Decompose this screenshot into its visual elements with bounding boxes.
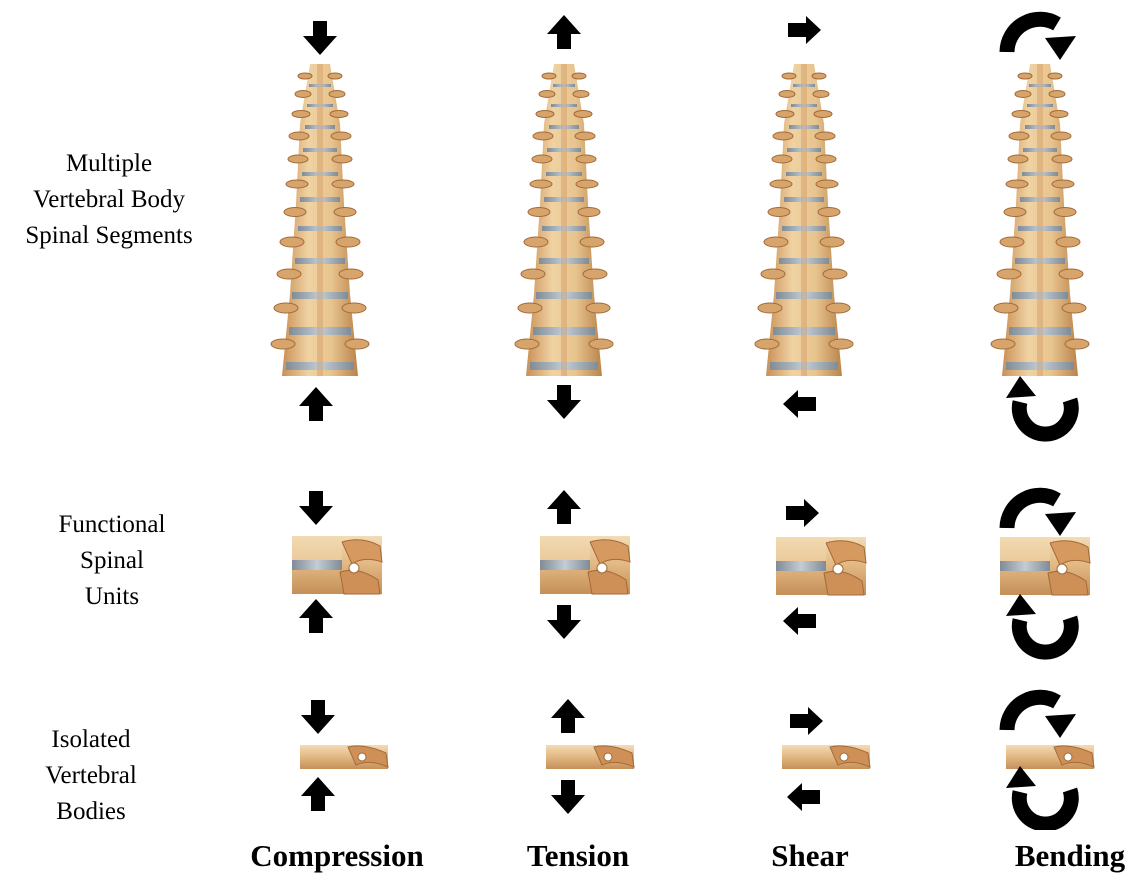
functional-spinal-unit-image-shear	[776, 537, 866, 595]
spine-image-bending	[991, 64, 1089, 376]
spine-image-tension	[515, 64, 613, 376]
arrow-right-icon	[786, 499, 819, 527]
arrow-down-icon	[547, 605, 581, 639]
arrow-left-icon	[783, 607, 816, 635]
loading-diagram	[0, 0, 1134, 830]
curved-arrow-counterclockwise-icon	[1006, 766, 1071, 824]
arrow-up-icon	[299, 599, 333, 633]
arrow-up-icon	[547, 490, 581, 524]
column-label-tension: Tension	[498, 838, 658, 874]
column-label-bending: Bending	[990, 838, 1134, 874]
arrow-down-icon	[301, 700, 335, 734]
vertebral-body-image-tension	[546, 745, 634, 769]
column-label-shear: Shear	[740, 838, 880, 874]
column-label-compression: Compression	[237, 838, 437, 874]
arrow-up-icon	[551, 699, 585, 733]
spine-image-shear	[755, 64, 853, 376]
curved-arrow-clockwise-icon	[1007, 19, 1076, 60]
spine-image-compression	[271, 64, 369, 376]
arrow-left-icon	[783, 390, 816, 418]
curved-arrow-clockwise-icon	[1007, 697, 1076, 738]
vertebral-body-image-bending	[1006, 745, 1094, 769]
arrow-right-icon	[788, 16, 821, 44]
arrow-down-icon	[303, 21, 337, 55]
curved-arrow-counterclockwise-icon	[1006, 376, 1071, 434]
arrow-up-icon	[547, 15, 581, 49]
functional-spinal-unit-image-compression	[292, 536, 382, 594]
curved-arrow-clockwise-icon	[1007, 495, 1076, 536]
vertebral-body-image-compression	[300, 745, 388, 769]
arrow-up-icon	[299, 387, 333, 421]
arrow-up-icon	[301, 777, 335, 811]
arrow-down-icon	[299, 491, 333, 525]
functional-spinal-unit-image-tension	[540, 536, 630, 594]
arrow-left-icon	[787, 783, 820, 811]
arrow-down-icon	[547, 385, 581, 419]
curved-arrow-counterclockwise-icon	[1006, 594, 1071, 652]
arrow-right-icon	[790, 707, 823, 735]
functional-spinal-unit-image-bending	[1000, 537, 1090, 595]
arrow-down-icon	[551, 780, 585, 814]
vertebral-body-image-shear	[782, 745, 870, 769]
